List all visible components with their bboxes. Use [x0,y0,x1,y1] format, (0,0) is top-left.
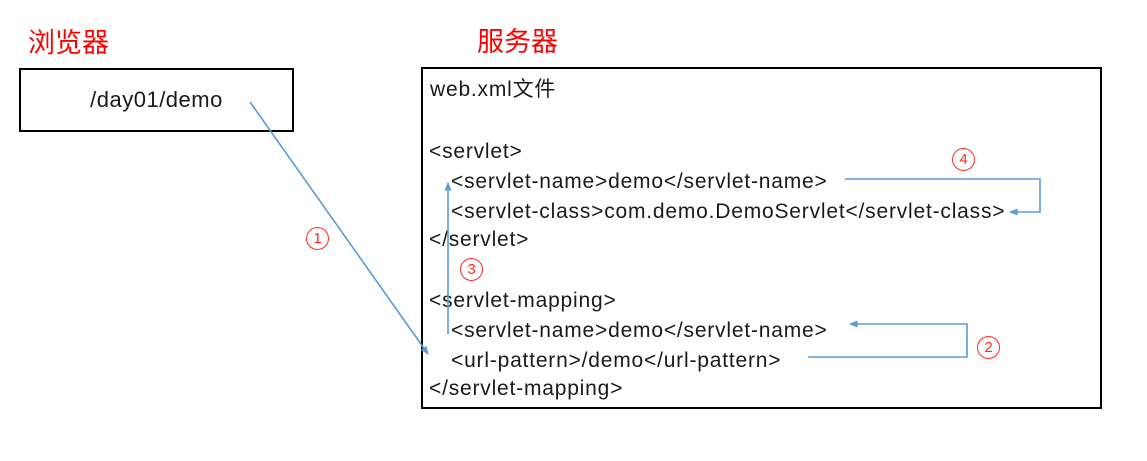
code-line-mapping-close: </servlet-mapping> [429,377,624,400]
code-line-url-pattern: <url-pattern>/demo</url-pattern> [451,349,782,372]
request-path-text: /day01/demo [90,87,223,112]
code-line-servlet-class: <servlet-class>com.demo.DemoServlet</ser… [451,200,1006,223]
request-to-urlpattern-arrow [249,101,429,355]
step-badge-4: 4 [952,148,975,171]
browser-zone-label: 浏览器 [28,28,109,58]
code-line-servlet-close: </servlet> [429,228,530,251]
server-webxml-box: web.xml文件 <servlet> <servlet-name>demo</… [421,67,1102,409]
code-line-servlet-name: <servlet-name>demo</servlet-name> [451,170,828,193]
server-zone-label: 服务器 [477,27,558,57]
step-badge-1: 1 [306,227,329,250]
step-badge-3: 3 [460,258,483,281]
code-line-servlet-open: <servlet> [429,140,523,163]
code-line-mapping-open: <servlet-mapping> [429,289,617,312]
browser-request-box: /day01/demo [19,68,294,132]
step-badge-2: 2 [977,336,1000,359]
code-line-mapping-servlet-name: <servlet-name>demo</servlet-name> [451,319,828,342]
webxml-file-title: web.xml文件 [430,78,557,101]
